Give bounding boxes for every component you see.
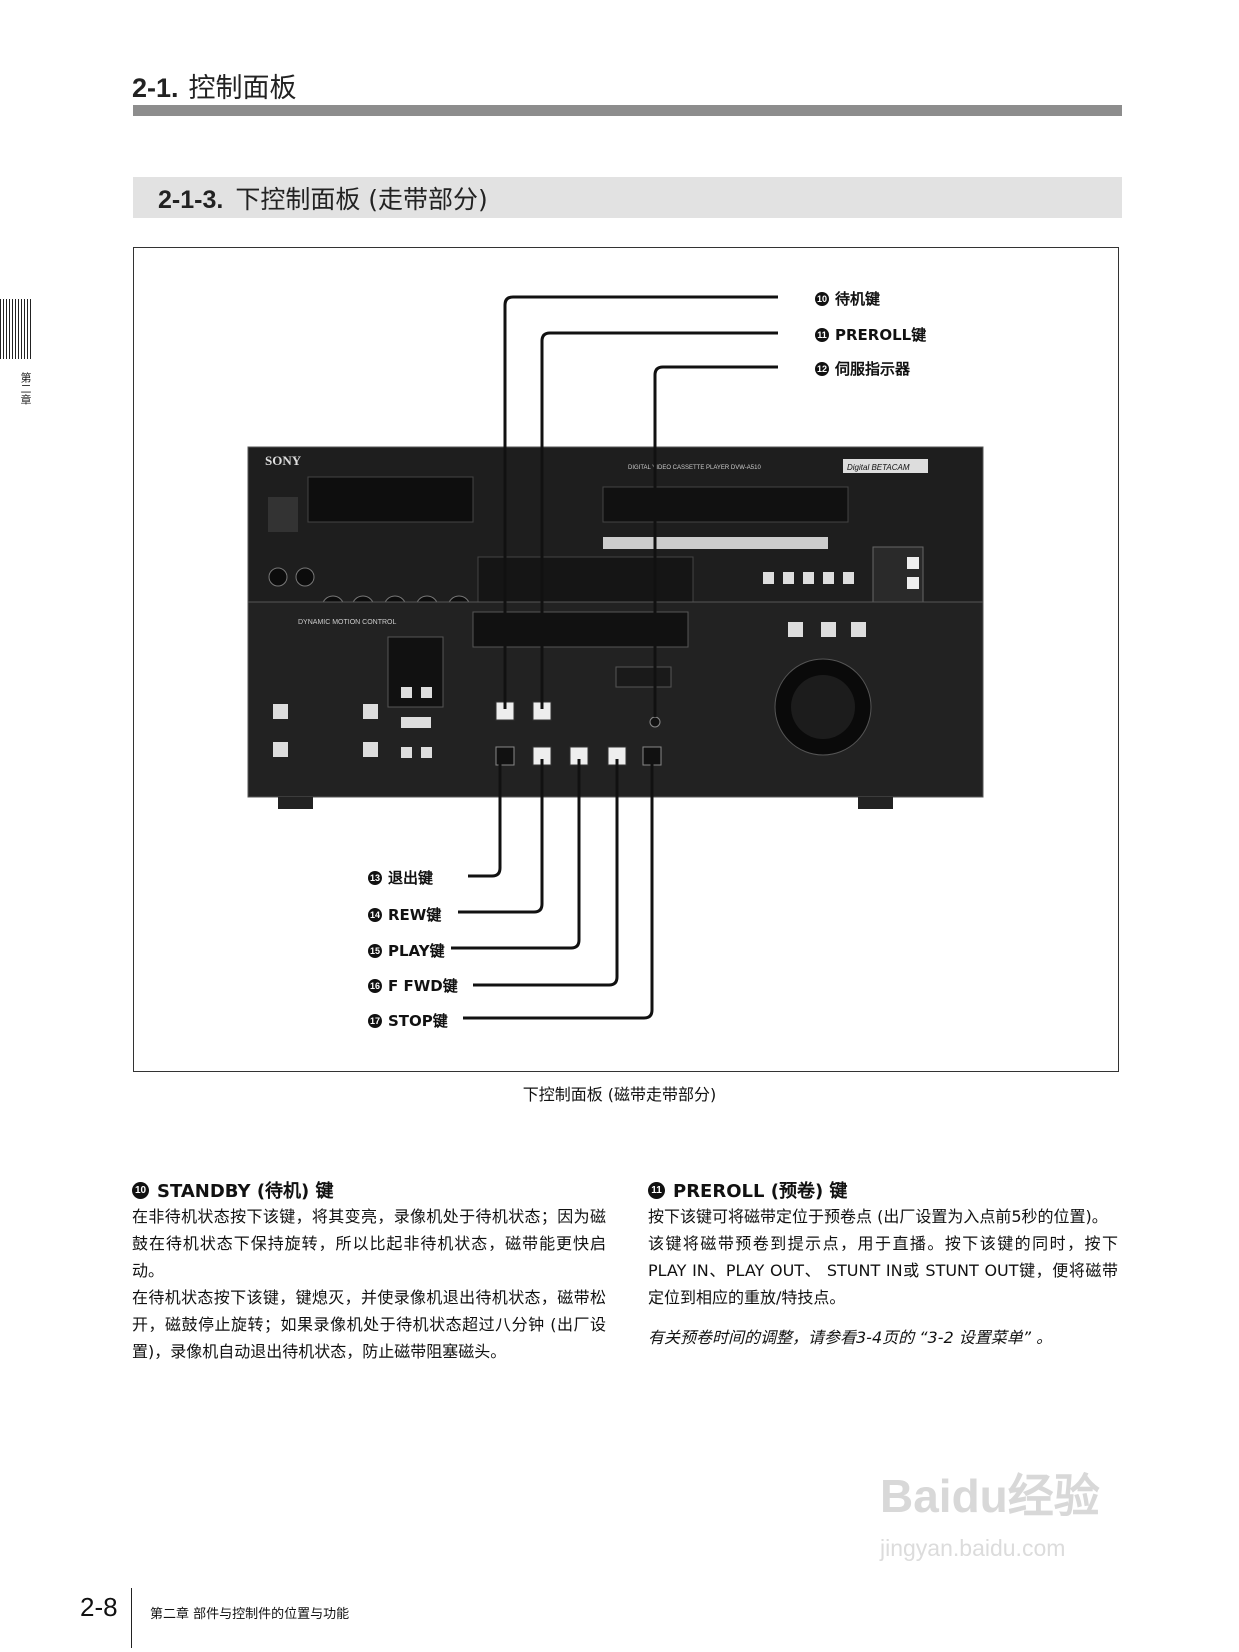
servo-indicator-graphic bbox=[649, 716, 661, 728]
paragraph: 在待机状态按下该键，键熄灭，并使录像机退出待机状态，磁带松开，磁鼓停止旋转；如果… bbox=[132, 1288, 606, 1361]
chapter-tab-label: 第二章 bbox=[19, 372, 32, 405]
callout-standby: 10 待机键 bbox=[815, 288, 880, 309]
callout-number-badge: 14 bbox=[368, 907, 382, 922]
model-label: DIGITAL VIDEO CASSETTE PLAYER DVW-A510 bbox=[628, 465, 761, 471]
callout-label: STOP键 bbox=[388, 1012, 448, 1030]
callout-label: 待机键 bbox=[835, 290, 881, 308]
section-number: 2-1. bbox=[132, 73, 179, 103]
format-logo-plate bbox=[843, 459, 928, 473]
phones-level-knob bbox=[295, 567, 315, 587]
paragraph: 按下该键可将磁带定位于预卷点 (出厂设置为入点前5秒的位置)。 bbox=[648, 1207, 1108, 1226]
subsection-title: 下控制面板 (走带部分) bbox=[235, 185, 488, 214]
paragraph: 在非待机状态按下该键，将其变亮，录像机处于待机状态；因为磁鼓在待机状态下保持旋转… bbox=[132, 1207, 606, 1280]
chapter-tab-marker bbox=[0, 299, 33, 359]
callout-label: PLAY键 bbox=[388, 942, 445, 960]
preroll-section-title: 11 PREROLL (预卷) 键 bbox=[648, 1177, 1118, 1203]
figure-frame bbox=[133, 247, 1119, 1072]
section-title-text: STANDBY (待机) 键 bbox=[157, 1181, 334, 1202]
footer-divider bbox=[131, 1588, 132, 1648]
callout-ffwd: 16 F FWD键 bbox=[368, 975, 458, 996]
section-title: 控制面板 bbox=[188, 73, 297, 104]
callout-number-badge: 13 bbox=[368, 870, 382, 885]
dmc-label: DYNAMIC MOTION CONTROL bbox=[298, 619, 396, 626]
callout-stop: 17 STOP键 bbox=[368, 1010, 448, 1031]
callout-label: PREROLL键 bbox=[835, 326, 927, 344]
footer-chapter-title: 第二章 部件与控制件的位置与功能 bbox=[150, 1607, 350, 1622]
section-number-badge: 10 bbox=[132, 1181, 149, 1199]
subheading-bar bbox=[133, 177, 1122, 218]
callout-rew: 14 REW键 bbox=[368, 904, 441, 925]
preroll-section: 11 PREROLL (预卷) 键 按下该键可将磁带定位于预卷点 (出厂设置为入… bbox=[648, 1177, 1118, 1351]
section-number-badge: 11 bbox=[648, 1181, 665, 1199]
leader-lines bbox=[451, 295, 778, 1020]
callout-eject: 13 退出键 bbox=[368, 867, 433, 888]
standby-section: 10 STANDBY (待机) 键 在非待机状态按下该键，将其变亮，录像机处于待… bbox=[132, 1177, 606, 1365]
callout-number-badge: 15 bbox=[368, 943, 382, 958]
dmc-buttons bbox=[273, 687, 432, 758]
callout-label: 伺服指示器 bbox=[835, 360, 911, 378]
paragraph: 该键将磁带预卷到提示点，用于直播。按下该键的同时，按下PLAY IN、PLAY … bbox=[648, 1234, 1118, 1307]
callout-number-badge: 11 bbox=[815, 327, 829, 342]
page-number: 2-8 bbox=[80, 1592, 118, 1622]
subsection-number: 2-1-3. bbox=[158, 186, 224, 214]
callout-label: F FWD键 bbox=[388, 977, 458, 995]
dmc-display bbox=[387, 636, 444, 708]
analog-digital-strip bbox=[603, 537, 828, 549]
callout-label: 退出键 bbox=[388, 869, 434, 887]
audio-monitor-buttons bbox=[763, 572, 854, 584]
jog-shuttle-center bbox=[791, 675, 855, 739]
section-heading: 2-1. 控制面板 bbox=[132, 66, 297, 105]
standby-section-title: 10 STANDBY (待机) 键 bbox=[132, 1177, 606, 1203]
device-illustration: SONY DIGITAL VIDEO CASSETTE PLAYER DVW-A… bbox=[247, 295, 984, 1020]
callout-number-badge: 17 bbox=[368, 1013, 382, 1028]
phones-jack bbox=[268, 567, 288, 587]
foot-right bbox=[858, 797, 893, 809]
remote-button-2 bbox=[907, 577, 919, 589]
callout-servo: 12 伺服指示器 bbox=[815, 358, 910, 379]
watermark-url: jingyan.baidu.com bbox=[880, 1535, 1066, 1561]
watermark-logo: Baidu经验 bbox=[880, 1470, 1100, 1522]
brand-logo: SONY bbox=[265, 453, 302, 468]
callout-number-badge: 12 bbox=[815, 361, 829, 376]
power-switch bbox=[268, 497, 298, 532]
reference-note: 有关预卷时间的调整，请参看3-4页的 “3-2 设置菜单” 。 bbox=[648, 1328, 1053, 1347]
time-counter-display bbox=[472, 611, 689, 648]
figure-caption: 下控制面板 (磁带走带部分) bbox=[522, 1085, 717, 1104]
heading-rule bbox=[133, 105, 1122, 116]
format-logo: Digital BETACAM bbox=[847, 463, 910, 472]
display-window bbox=[307, 476, 474, 523]
subsection-heading: 2-1-3. 下控制面板 (走带部分) bbox=[158, 180, 488, 216]
cassette-slot bbox=[602, 486, 849, 523]
foot-left bbox=[278, 797, 313, 809]
section-title-text: PREROLL (预卷) 键 bbox=[673, 1181, 848, 1202]
callout-preroll: 11 PREROLL键 bbox=[815, 324, 926, 345]
callout-play: 15 PLAY键 bbox=[368, 940, 445, 961]
callout-label: REW键 bbox=[388, 906, 442, 924]
search-selector bbox=[615, 666, 672, 688]
remote-button-1 bbox=[907, 557, 919, 569]
callout-number-badge: 16 bbox=[368, 978, 382, 993]
top-right-buttons bbox=[788, 622, 866, 637]
callout-number-badge: 10 bbox=[815, 291, 829, 306]
